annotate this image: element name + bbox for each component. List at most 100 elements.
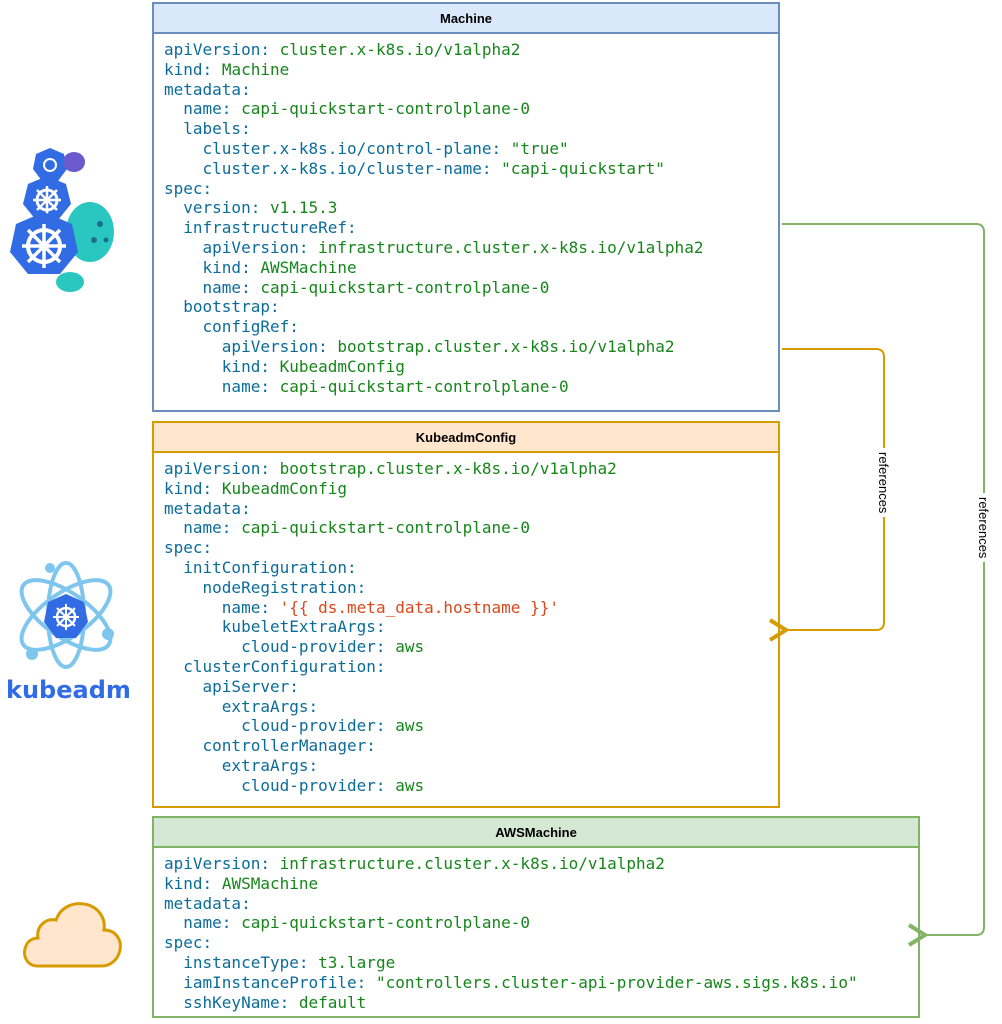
yaml-key: cloud-provider: [241, 716, 386, 736]
yaml-key: apiVersion: [164, 40, 270, 59]
yaml-key: initConfiguration: [183, 557, 357, 577]
yaml-key: name: [221, 597, 270, 617]
yaml-value: KubeadmConfig [221, 478, 348, 498]
cloud-icon [23, 902, 122, 968]
yaml-key: infrastructureRef: [183, 218, 357, 238]
yaml-value: t3.large [318, 952, 396, 972]
yaml-value: AWSMachine [221, 873, 319, 893]
yaml-value: bootstrap.cluster.x-k8s.io/v1alpha2 [337, 336, 675, 356]
yaml-key: spec: [164, 538, 213, 558]
yaml-value: capi-quickstart-controlplane-0 [260, 277, 550, 297]
yaml-value: bootstrap.cluster.x-k8s.io/v1alpha2 [279, 459, 617, 478]
infrastructure-reference-edge [782, 223, 985, 947]
yaml-key: spec: [164, 178, 213, 198]
yaml-line: kind: KubeadmConfig [164, 357, 778, 377]
yaml-value: aws [395, 775, 425, 795]
yaml-line: spec: [164, 538, 778, 558]
yaml-line: spec: [164, 933, 918, 953]
yaml-line: apiVersion: bootstrap.cluster.x-k8s.io/v… [164, 337, 778, 357]
yaml-line: apiServer: [164, 677, 778, 697]
yaml-line: name: capi-quickstart-controlplane-0 [164, 377, 778, 397]
yaml-line: name: '{{ ds.meta_data.hostname }}' [164, 598, 778, 618]
yaml-line: cloud-provider: aws [164, 637, 778, 657]
machine-box: Machine apiVersion: cluster.x-k8s.io/v1a… [152, 2, 780, 412]
yaml-value: KubeadmConfig [279, 356, 405, 376]
yaml-value: "true" [510, 138, 569, 158]
machine-box-title: Machine [154, 4, 778, 34]
yaml-key: cloud-provider: [241, 637, 386, 657]
yaml-key: spec: [164, 933, 213, 953]
yaml-line: kind: AWSMachine [164, 874, 918, 894]
yaml-value: capi-quickstart-controlplane-0 [279, 376, 569, 396]
yaml-value: Machine [221, 59, 290, 79]
yaml-key: metadata: [164, 893, 251, 913]
yaml-line: apiVersion: infrastructure.cluster.x-k8s… [164, 854, 918, 874]
kubernetes-stack-turtle-icon [10, 148, 114, 292]
yaml-key: kind: [221, 356, 270, 376]
yaml-value: AWSMachine [260, 257, 357, 277]
yaml-line: apiVersion: cluster.x-k8s.io/v1alpha2 [164, 40, 778, 60]
yaml-value: capi-quickstart-controlplane-0 [241, 518, 531, 538]
awsmachine-yaml: apiVersion: infrastructure.cluster.x-k8s… [154, 848, 918, 1012]
yaml-key: extraArgs: [221, 755, 319, 775]
yaml-line: spec: [164, 179, 778, 199]
yaml-key: bootstrap: [183, 297, 280, 317]
yaml-line: name: capi-quickstart-controlplane-0 [164, 278, 778, 298]
yaml-line: name: capi-quickstart-controlplane-0 [164, 518, 778, 538]
yaml-key: kind: [164, 478, 213, 498]
yaml-line: instanceType: t3.large [164, 953, 918, 973]
yaml-line: nodeRegistration: [164, 578, 778, 598]
yaml-line: kind: Machine [164, 60, 778, 80]
yaml-line: clusterConfiguration: [164, 657, 778, 677]
yaml-key: name: [183, 99, 232, 119]
yaml-value: aws [395, 716, 425, 736]
kubeadmconfig-yaml: apiVersion: bootstrap.cluster.x-k8s.io/v… [154, 453, 778, 796]
yaml-key: configRef: [202, 317, 299, 337]
yaml-key: cluster.x-k8s.io/control-plane: [202, 138, 502, 158]
yaml-value: v1.15.3 [269, 198, 338, 218]
kubeadm-logo-text: kubeadm [6, 676, 131, 704]
awsmachine-box: AWSMachine apiVersion: infrastructure.cl… [152, 816, 920, 1018]
yaml-key: apiServer: [202, 676, 299, 696]
yaml-line: extraArgs: [164, 756, 778, 776]
yaml-line: cluster.x-k8s.io/cluster-name: "capi-qui… [164, 159, 778, 179]
kubeadmconfig-box: KubeadmConfig apiVersion: bootstrap.clus… [152, 421, 780, 808]
yaml-line: metadata: [164, 499, 778, 519]
yaml-key: apiVersion: [164, 459, 270, 478]
yaml-template-value: '{{ ds.meta_data.hostname }}' [279, 597, 559, 617]
yaml-key: clusterConfiguration: [183, 656, 386, 676]
yaml-key: apiVersion: [202, 237, 309, 257]
yaml-line: cluster.x-k8s.io/control-plane: "true" [164, 139, 778, 159]
yaml-key: name: [202, 277, 251, 297]
yaml-key: extraArgs: [221, 696, 319, 716]
yaml-key: iamInstanceProfile: [183, 972, 367, 992]
yaml-value: infrastructure.cluster.x-k8s.io/v1alpha2 [279, 854, 665, 873]
yaml-value: default [298, 992, 367, 1012]
yaml-line: cloud-provider: aws [164, 716, 778, 736]
yaml-key: name: [183, 518, 232, 538]
yaml-line: kubeletExtraArgs: [164, 617, 778, 637]
yaml-key: metadata: [164, 498, 251, 518]
awsmachine-box-title: AWSMachine [154, 818, 918, 848]
yaml-line: name: capi-quickstart-controlplane-0 [164, 913, 918, 933]
bootstrap-reference-label: references [876, 448, 891, 518]
yaml-line: metadata: [164, 894, 918, 914]
yaml-key: kind: [202, 257, 251, 277]
yaml-key: controllerManager: [202, 736, 376, 756]
yaml-line: initConfiguration: [164, 558, 778, 578]
yaml-line: bootstrap: [164, 297, 778, 317]
yaml-line: name: capi-quickstart-controlplane-0 [164, 99, 778, 119]
yaml-line: infrastructureRef: [164, 218, 778, 238]
yaml-line: kind: AWSMachine [164, 258, 778, 278]
yaml-key: labels: [183, 119, 251, 139]
yaml-value: capi-quickstart-controlplane-0 [241, 99, 531, 119]
yaml-key: metadata: [164, 79, 251, 99]
yaml-value: aws [395, 637, 425, 657]
kubeadm-logo: kubeadm [6, 560, 131, 704]
yaml-line: iamInstanceProfile: "controllers.cluster… [164, 973, 918, 993]
yaml-key: kind: [164, 873, 213, 893]
yaml-key: name: [221, 376, 270, 396]
infrastructure-reference-label: references [976, 493, 991, 563]
kubeadmconfig-box-title: KubeadmConfig [154, 423, 778, 453]
